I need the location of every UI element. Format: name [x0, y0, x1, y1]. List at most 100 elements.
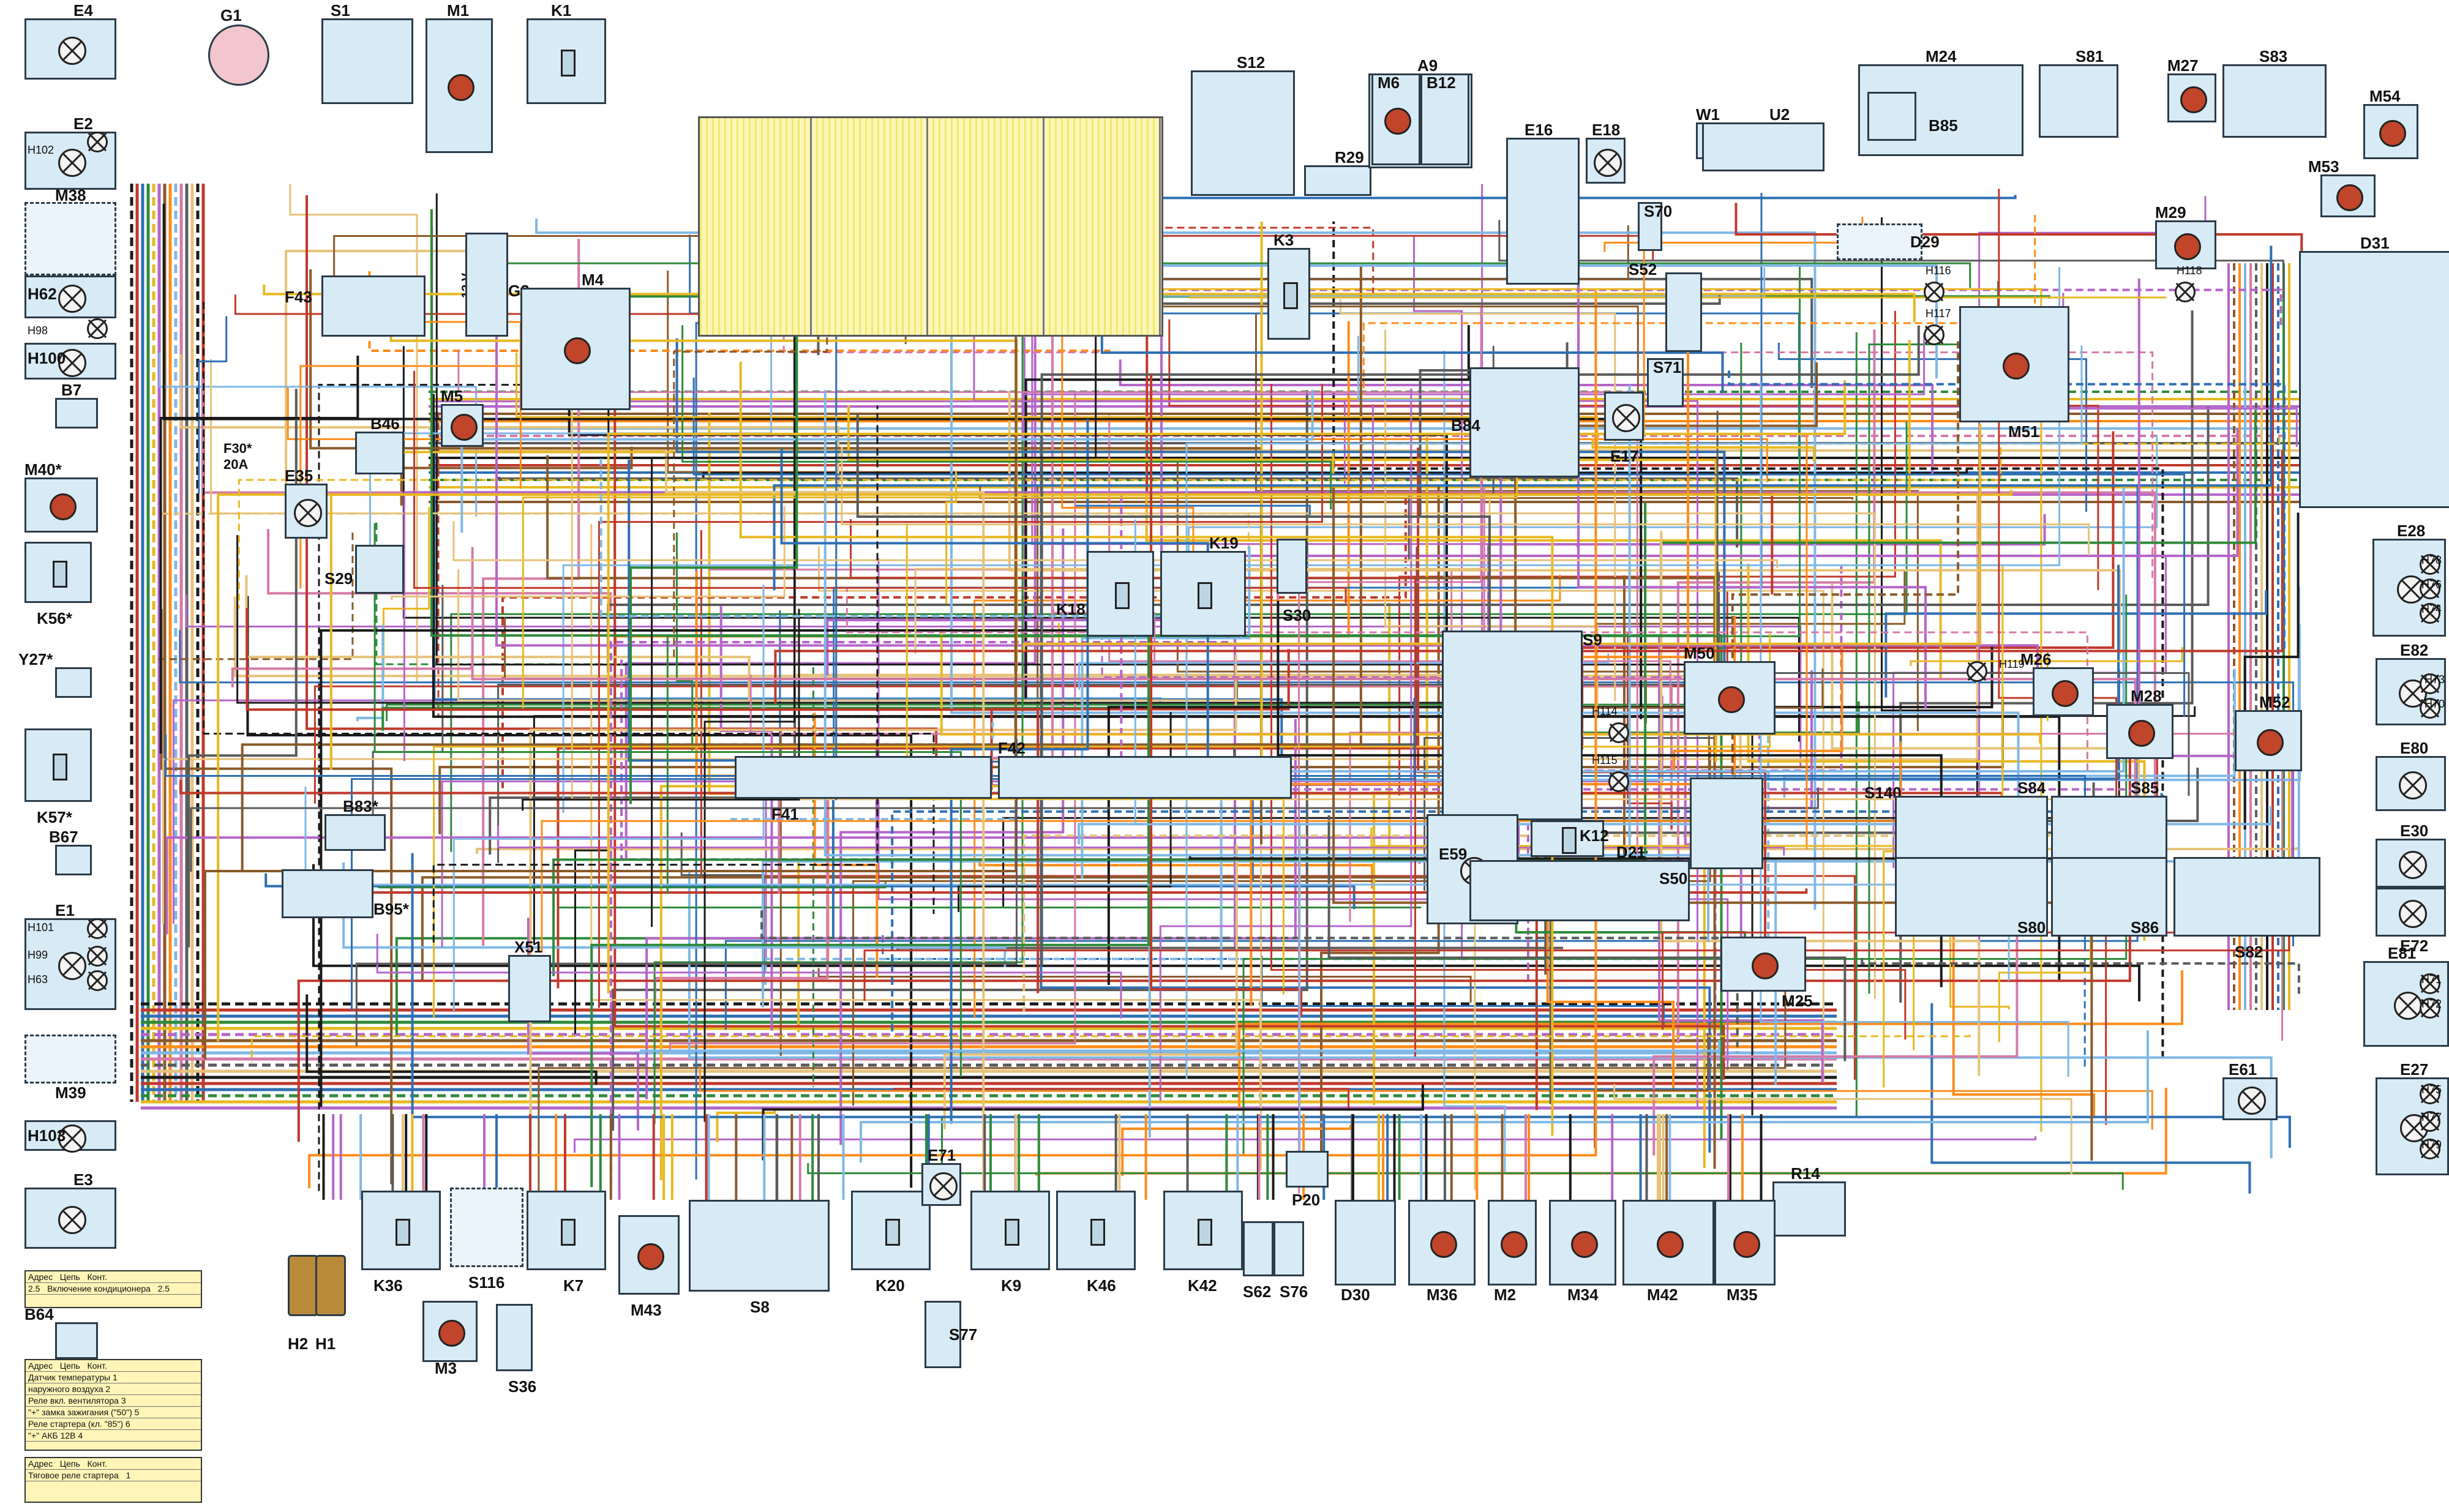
component-label: M35 [1727, 1286, 1758, 1304]
wire [823, 390, 1710, 942]
wire [308, 290, 1597, 1189]
component-label: E30 [2400, 821, 2429, 840]
lamp-icon [1611, 404, 1640, 432]
wire [1270, 384, 1907, 1040]
component-k57 [24, 728, 92, 802]
component-e35 [285, 484, 328, 539]
wire [159, 355, 359, 754]
wire [628, 459, 834, 938]
motor-icon [1430, 1231, 1457, 1258]
component-m29 [2155, 220, 2216, 269]
component-m1 [426, 18, 493, 153]
component-label: K1 [551, 1, 572, 20]
wire [1885, 590, 2268, 698]
wire [640, 1040, 1721, 1052]
wire [413, 370, 1347, 604]
component-k12 [1531, 820, 1604, 857]
wire [1716, 411, 2190, 796]
legend-mid-row: "+" АКБ 12В 4 [26, 1430, 201, 1442]
component-h103 [24, 1120, 116, 1153]
component-label: H98 [28, 324, 48, 337]
component-e2 [24, 132, 116, 190]
lamp-icon [58, 1125, 86, 1153]
component-label: E2 [73, 114, 93, 133]
motor-icon [50, 493, 77, 520]
motor-icon [1752, 952, 1779, 979]
component-s30 [1277, 539, 1307, 594]
component-m39 [24, 1035, 116, 1083]
wire [527, 918, 639, 1131]
wire [1332, 487, 2093, 1161]
component-b84 [1469, 367, 1580, 477]
wire [1134, 519, 1301, 1157]
wire [233, 596, 1742, 853]
component-k20 [851, 1191, 931, 1270]
component-k56 [24, 542, 92, 603]
component-s36 [496, 1304, 533, 1371]
component-label: B85 [1929, 116, 1958, 135]
component-label: S29 [324, 569, 353, 588]
component-label: H76 [2421, 578, 2442, 591]
wire [1930, 1003, 2251, 1194]
motor-icon [2257, 729, 2284, 756]
indicator-lamp-icon [1608, 722, 1629, 743]
component-r14 [1772, 1181, 1846, 1237]
motor-icon [2128, 720, 2155, 747]
component-label: H77 [2421, 1111, 2442, 1123]
component-m34 [1549, 1200, 1616, 1286]
component-k42 [1163, 1191, 1243, 1270]
component-label: S83 [2259, 47, 2288, 65]
wire [807, 1163, 2124, 1190]
wire [1108, 415, 1671, 716]
motor-icon [438, 1320, 465, 1347]
indicator-lamp-icon [2420, 603, 2440, 624]
relay-coil-icon [1198, 582, 1212, 609]
indicator-lamp-icon [87, 318, 108, 339]
component-label: F43 [285, 288, 312, 306]
component-label: E59 [1439, 845, 1468, 863]
component-label: D30 [1341, 1286, 1370, 1304]
wire [522, 608, 800, 811]
component-s1 [321, 18, 413, 104]
component-p20 [1286, 1151, 1329, 1188]
component-m43 [618, 1215, 680, 1295]
component-x51 [508, 955, 551, 1022]
relay-coil-icon [561, 50, 576, 77]
component-k9 [970, 1191, 1050, 1270]
component-label: S9 [1583, 631, 1602, 649]
component-label: P20 [1292, 1191, 1321, 1209]
component-label: H100 [28, 349, 66, 367]
component-label: M54 [2369, 87, 2401, 105]
component-label: K3 [1273, 231, 1294, 249]
wire [373, 523, 962, 1077]
component-label: A9 [1417, 56, 1438, 75]
component-label: M26 [2020, 650, 2052, 668]
component-label: M34 [1567, 1286, 1599, 1304]
wire [730, 816, 1020, 821]
lamp-icon [2238, 1087, 2266, 1115]
wire [267, 529, 612, 612]
wire [198, 316, 228, 494]
component-label: K19 [1209, 534, 1239, 552]
wire [558, 906, 1422, 908]
legend-top-row: 2.5 Включение кондиционера 2.5 [26, 1283, 201, 1295]
component-label: M39 [55, 1083, 86, 1102]
lamp-icon [58, 952, 86, 980]
legend-mid-header: Адрес Цепь Конт. [26, 1360, 201, 1372]
component-label: S62 [1243, 1282, 1272, 1301]
motor-icon [1718, 686, 1745, 713]
wire [1735, 203, 2303, 316]
component-k7 [527, 1191, 606, 1270]
wire [391, 506, 786, 600]
relay-coil-icon [561, 1219, 576, 1246]
component-label: B64 [24, 1305, 54, 1323]
motor-icon [2336, 184, 2363, 211]
wire [460, 389, 1314, 533]
component-label: K12 [1580, 826, 1609, 845]
component-m51 [1959, 306, 2069, 422]
component-label: H72 [2421, 998, 2442, 1010]
motor-icon [448, 74, 474, 101]
component-label: S71 [1653, 358, 1682, 376]
component-s62 [1243, 1221, 1273, 1276]
component-h100 [24, 343, 116, 380]
